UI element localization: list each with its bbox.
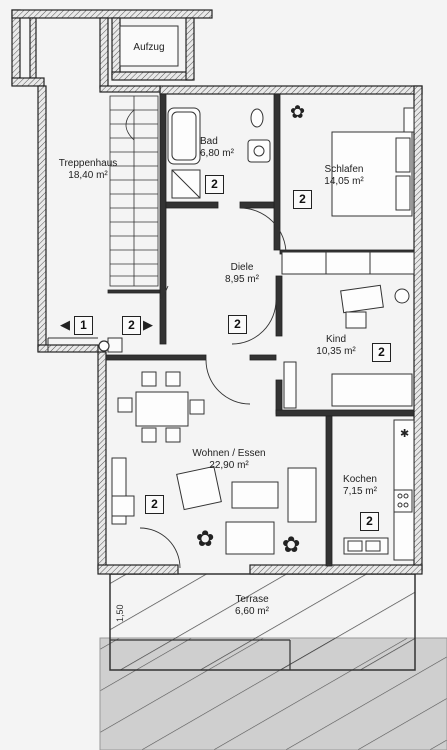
badge-schlafen: 2 bbox=[293, 190, 312, 209]
room-area: 10,35 m² bbox=[316, 346, 356, 357]
plant-icon-living: ✿ bbox=[196, 527, 214, 552]
chimney-icon bbox=[98, 340, 110, 352]
room-area: 22,90 m² bbox=[209, 460, 249, 471]
badge-bad: 2 bbox=[205, 175, 224, 194]
room-label-terrase: Terrase 6,60 m² bbox=[224, 594, 280, 618]
room-area: 7,15 m² bbox=[343, 486, 377, 497]
room-label-bad: Bad 6,80 m² bbox=[200, 136, 250, 160]
room-label-wohnen: Wohnen / Essen 22,90 m² bbox=[186, 448, 272, 472]
plant-icon-living-2: ✿ bbox=[282, 533, 300, 558]
room-name: Schlafen bbox=[324, 164, 364, 175]
badge-wohnen: 2 bbox=[145, 495, 164, 514]
kidroom-furniture bbox=[283, 284, 413, 409]
room-area: 18,40 m² bbox=[68, 170, 108, 181]
room-area: 6,60 m² bbox=[235, 606, 269, 617]
arrow-right-icon: ▶ bbox=[143, 318, 153, 333]
room-name: Diele bbox=[230, 262, 254, 273]
arrow-left-icon: ◀ bbox=[60, 318, 70, 333]
room-name: Aufzug bbox=[133, 42, 165, 53]
room-label-diele: Diele 8,95 m² bbox=[214, 262, 270, 286]
room-name: Treppenhaus bbox=[58, 158, 118, 169]
staircase bbox=[109, 95, 159, 287]
door-swings bbox=[139, 207, 287, 575]
bathroom-fixtures bbox=[167, 107, 271, 199]
bedroom-furniture bbox=[281, 107, 415, 275]
kitchen-star-icon: ✱ bbox=[400, 427, 409, 440]
dining-furniture bbox=[117, 371, 205, 443]
room-name: Kochen bbox=[343, 474, 377, 485]
room-label-kochen: Kochen 7,15 m² bbox=[334, 474, 386, 498]
room-label-kind: Kind 10,35 m² bbox=[308, 334, 364, 358]
room-name: Terrase bbox=[235, 594, 269, 605]
room-area: 8,95 m² bbox=[225, 274, 259, 285]
badge-treppenhaus-2: 2 bbox=[122, 316, 141, 335]
room-name: Bad bbox=[200, 136, 218, 147]
badge-diele: 2 bbox=[228, 315, 247, 334]
terrace-area bbox=[110, 574, 415, 670]
elevator-shaft bbox=[119, 25, 179, 67]
room-name: Kind bbox=[325, 334, 346, 345]
living-furniture bbox=[111, 457, 317, 555]
dimension-label: 1,50 bbox=[115, 604, 125, 622]
badge-treppenhaus-1: 1 bbox=[74, 316, 93, 335]
room-name: Wohnen / Essen bbox=[192, 448, 266, 459]
plant-icon: ✿ bbox=[290, 102, 305, 123]
room-label-schlafen: Schlafen 14,05 m² bbox=[312, 164, 376, 188]
room-area: 14,05 m² bbox=[324, 176, 364, 187]
badge-kind: 2 bbox=[372, 343, 391, 362]
exterior-walls bbox=[11, 9, 423, 575]
badge-kochen: 2 bbox=[360, 512, 379, 531]
room-label-aufzug: Aufzug bbox=[124, 42, 174, 54]
kitchen-fixtures bbox=[343, 419, 415, 561]
room-label-treppenhaus: Treppenhaus 18,40 m² bbox=[48, 158, 128, 182]
interior-walls bbox=[105, 93, 415, 567]
room-area: 6,80 m² bbox=[200, 148, 234, 159]
